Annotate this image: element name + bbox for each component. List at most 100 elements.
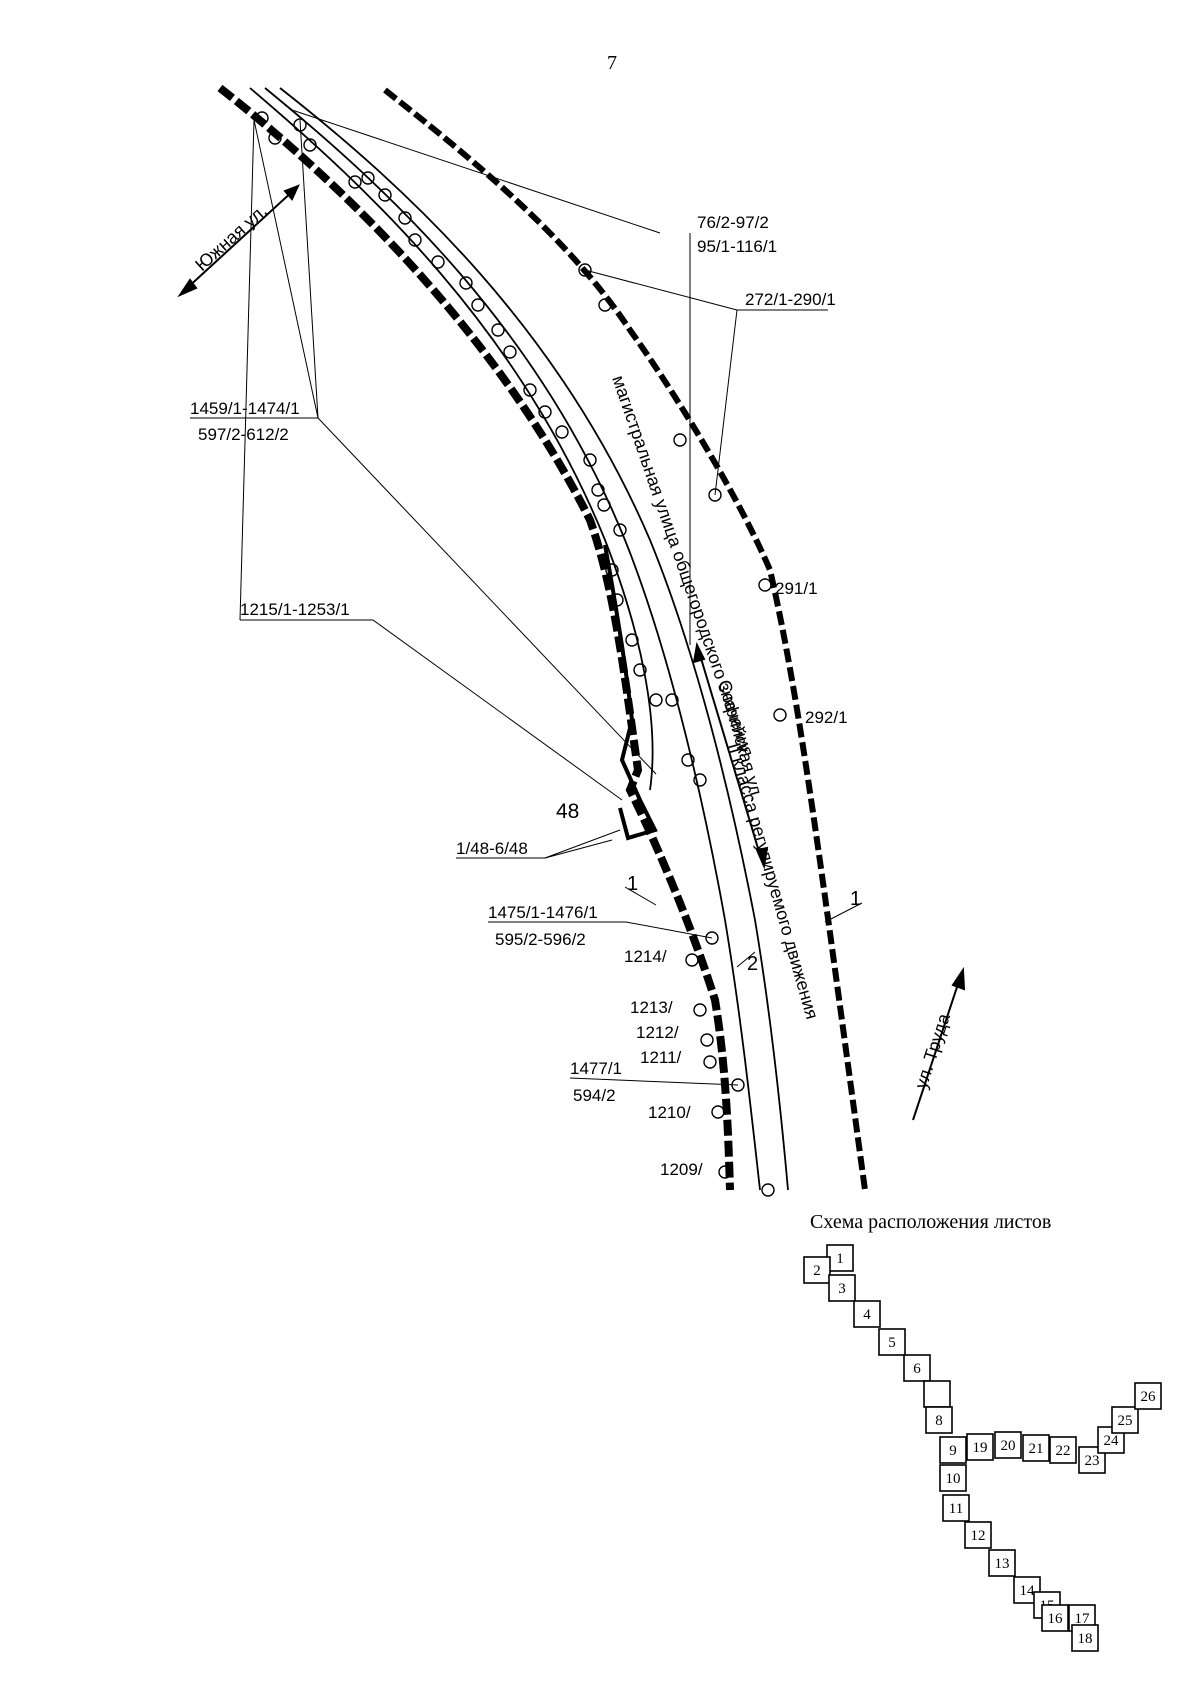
scheme-tile-box: [994, 1431, 1022, 1459]
scheme-tile-number: 26: [1141, 1389, 1157, 1405]
page-number: 7: [607, 52, 617, 74]
scheme-tile-box: [903, 1354, 931, 1382]
scheme-tile-22: 22: [1049, 1436, 1077, 1464]
scheme-tile-number: 18: [1078, 1631, 1093, 1647]
label-1475-1476: 1475/1-1476/1: [488, 903, 598, 922]
label-1213: 1213/: [630, 998, 673, 1017]
scheme-tile-2: 2: [803, 1256, 831, 1284]
parcel-labels: 76/2-97/2 95/1-116/1 272/1-290/1 1459/1-…: [190, 213, 861, 1179]
scheme-tile-number: 3: [838, 1281, 846, 1297]
scheme-tile-11: 11: [942, 1494, 970, 1522]
right-boundary-line: [383, 87, 868, 1191]
map-drawing: [177, 84, 966, 1197]
scheme-tile-number: 21: [1029, 1441, 1044, 1457]
scheme-tile-9: 9: [939, 1436, 967, 1464]
scheme-tile-box: [803, 1256, 831, 1284]
scheme-tile-box: [828, 1274, 856, 1302]
scheme-tile-1: 1: [826, 1244, 854, 1272]
scheme-tile-number: 17: [1075, 1611, 1091, 1627]
scheme-tile-box: [923, 1380, 951, 1408]
scheme-tile-number: 2: [813, 1263, 821, 1279]
street-arrows: [177, 184, 966, 1121]
scheme-tile-21: 21: [1022, 1434, 1050, 1462]
label-1211: 1211/: [640, 1048, 682, 1067]
scheme-tile-7: [923, 1380, 951, 1408]
sheet-scheme: 1234568910111213141516171819202122232425…: [803, 1244, 1162, 1652]
scheme-tile-8: 8: [925, 1406, 953, 1434]
label-594: 594/2: [573, 1086, 616, 1105]
scheme-tile-number: 6: [913, 1361, 921, 1377]
scheme-tile-number: 5: [888, 1335, 896, 1351]
vertex-markers: [255, 111, 787, 1197]
label-95-116: 95/1-116/1: [697, 237, 777, 256]
scheme-tile-12: 12: [964, 1521, 992, 1549]
scheme-tile-box: [1111, 1406, 1139, 1434]
label-76-97: 76/2-97/2: [697, 213, 769, 232]
scheme-tile-14: 14: [1013, 1576, 1041, 1604]
scheme-tile-box: [942, 1494, 970, 1522]
scheme-tile-box: [1041, 1604, 1069, 1632]
scheme-tile-number: 22: [1056, 1443, 1071, 1459]
scheme-tile-box: [1022, 1434, 1050, 1462]
scheme-title: Схема расположения листов: [810, 1211, 1051, 1233]
scheme-tile-box: [878, 1328, 906, 1356]
label-1209: 1209/: [660, 1160, 703, 1179]
scheme-tile-box: [1049, 1436, 1077, 1464]
scheme-tile-box: [988, 1549, 1016, 1577]
scheme-tile-number: 13: [995, 1556, 1010, 1572]
scheme-tile-number: 10: [946, 1471, 961, 1487]
scheme-tile-box: [966, 1433, 994, 1461]
scheme-tile-6: 6: [903, 1354, 931, 1382]
scheme-tile-25: 25: [1111, 1406, 1139, 1434]
scheme-tile-number: 16: [1048, 1611, 1064, 1627]
scheme-tile-4: 4: [853, 1300, 881, 1328]
scheme-tile-number: 12: [971, 1528, 986, 1544]
road-edge-right: [279, 87, 789, 1191]
label-1210: 1210/: [648, 1103, 691, 1122]
scheme-tile-number: 14: [1020, 1583, 1036, 1599]
scheme-tile-box: [939, 1436, 967, 1464]
scheme-tile-5: 5: [878, 1328, 906, 1356]
label-292: 292/1: [805, 708, 848, 727]
scheme-tile-20: 20: [994, 1431, 1022, 1459]
label-1477: 1477/1: [570, 1059, 622, 1078]
zone-1-left: 1: [627, 873, 638, 895]
street-truda: ул. Труда: [911, 1010, 954, 1091]
road-edge-mid: [264, 87, 761, 1191]
label-1-48-6-48: 1/48-6/48: [456, 839, 528, 858]
scheme-tile-16: 16: [1041, 1604, 1069, 1632]
scheme-tile-18: 18: [1071, 1624, 1099, 1652]
parcel-48-outline: [603, 544, 658, 841]
street-yuzhnaya: Южная ул.: [191, 201, 271, 275]
scheme-tile-box: [1071, 1624, 1099, 1652]
scheme-tile-number: 25: [1118, 1413, 1133, 1429]
zone-1-right: 1: [850, 888, 861, 910]
scheme-tile-3: 3: [828, 1274, 856, 1302]
scheme-tile-number: 4: [863, 1307, 871, 1323]
label-291: 291/1: [775, 579, 818, 598]
label-1459-1474: 1459/1-1474/1: [190, 399, 300, 418]
label-597-612: 597/2-612/2: [198, 425, 289, 444]
label-272-290: 272/1-290/1: [745, 290, 836, 309]
scheme-tile-box: [1134, 1382, 1162, 1410]
scheme-tile-box: [939, 1464, 967, 1492]
zone-2: 2: [747, 953, 758, 975]
scheme-tile-box: [925, 1406, 953, 1434]
scheme-tile-number: 24: [1104, 1433, 1120, 1449]
scheme-tile-number: 19: [973, 1440, 988, 1456]
scheme-tile-box: [853, 1300, 881, 1328]
scheme-tile-number: 23: [1085, 1453, 1100, 1469]
label-1215-1253: 1215/1-1253/1: [240, 600, 350, 619]
scheme-tile-number: 8: [935, 1413, 943, 1429]
scheme-tile-24: 24: [1097, 1426, 1125, 1454]
label-48: 48: [556, 800, 579, 823]
scheme-tile-13: 13: [988, 1549, 1016, 1577]
leader-lines: [190, 109, 863, 1086]
scheme-tile-number: 1: [836, 1251, 844, 1267]
scheme-tile-26: 26: [1134, 1382, 1162, 1410]
scheme-tile-number: 20: [1001, 1438, 1016, 1454]
scheme-tile-10: 10: [939, 1464, 967, 1492]
scheme-tile-box: [964, 1521, 992, 1549]
scheme-tile-box: [826, 1244, 854, 1272]
